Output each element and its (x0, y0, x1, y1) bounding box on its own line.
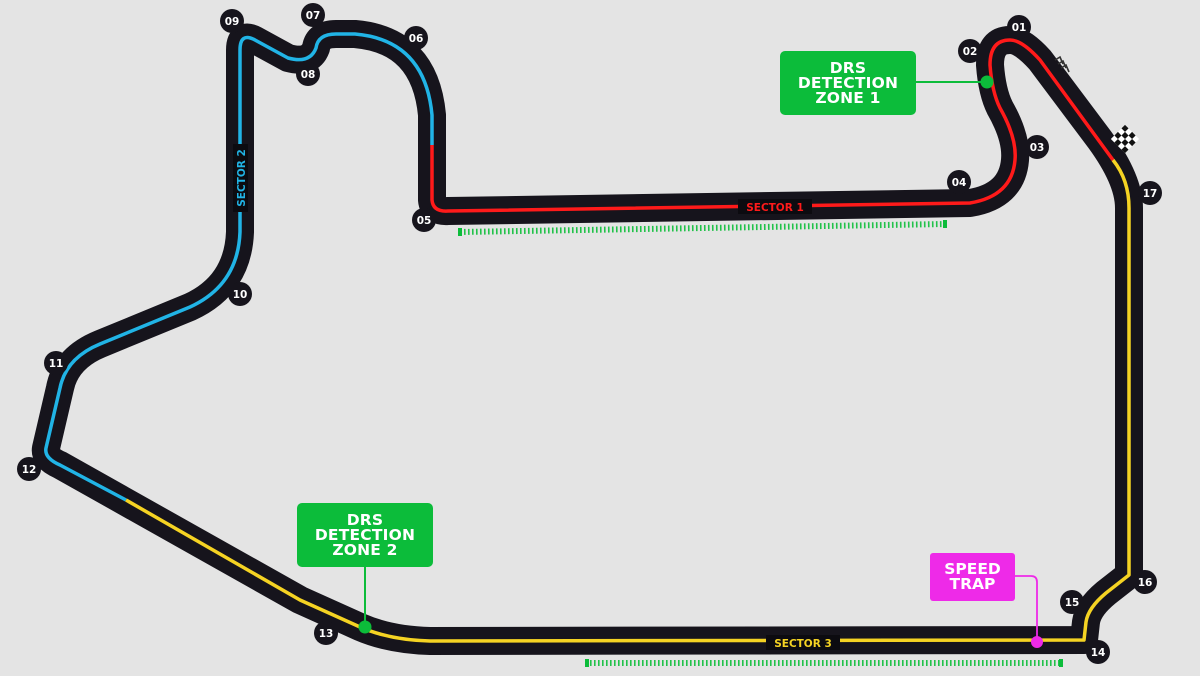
turn-12-marker: 12 (17, 457, 41, 481)
direction-chevrons-icon (1054, 55, 1070, 73)
svg-text:SECTOR 3: SECTOR 3 (774, 638, 832, 650)
turn-01-marker: 01 (1007, 15, 1031, 39)
turn-17-marker: 17 (1138, 181, 1162, 205)
turn-05-marker: 05 (412, 208, 436, 232)
svg-text:14: 14 (1091, 647, 1106, 659)
drs-detection-zone-1-label: DRS DETECTION ZONE 1 (780, 51, 916, 115)
sector-1-label: SECTOR 1 (738, 199, 812, 214)
drs-detection-point-1 (980, 75, 994, 89)
speed-trap-label: SPEED TRAP (930, 553, 1015, 601)
turn-14-marker: 14 (1086, 640, 1110, 664)
svg-text:04: 04 (952, 177, 967, 189)
svg-text:SECTOR 2: SECTOR 2 (236, 149, 248, 207)
svg-text:05: 05 (417, 215, 432, 227)
svg-text:17: 17 (1143, 188, 1158, 200)
turn-11-marker: 11 (44, 351, 68, 375)
turn-06-marker: 06 (404, 26, 428, 50)
turn-04-marker: 04 (947, 170, 971, 194)
drs-detection-zone-2-label: DRS DETECTION ZONE 2 (297, 503, 433, 567)
turn-03-marker: 03 (1025, 135, 1049, 159)
turn-08-marker: 08 (296, 62, 320, 86)
track-surface (31, 20, 1143, 655)
turn-15-marker: 15 (1060, 590, 1084, 614)
turn-13-marker: 13 (314, 621, 338, 645)
turn-02-marker: 02 (958, 39, 982, 63)
svg-text:16: 16 (1138, 577, 1153, 589)
svg-text:06: 06 (409, 33, 424, 45)
speed-trap-leader (1014, 575, 1038, 642)
turn-16-marker: 16 (1133, 570, 1157, 594)
svg-text:03: 03 (1030, 142, 1045, 154)
sector-2-label: SECTOR 2 (233, 144, 248, 212)
svg-text:01: 01 (1012, 22, 1027, 34)
svg-text:07: 07 (306, 10, 321, 22)
sector-2-line (44, 32, 434, 502)
svg-text:11: 11 (49, 358, 64, 370)
svg-text:12: 12 (22, 464, 37, 476)
drs-zone-1-marker (458, 220, 947, 236)
sector-3-line (125, 158, 1131, 643)
drs-detection-point-2 (358, 620, 372, 634)
svg-text:02: 02 (963, 46, 978, 58)
sector-3-label: SECTOR 3 (766, 635, 840, 650)
svg-text:15: 15 (1065, 597, 1080, 609)
svg-text:10: 10 (233, 289, 248, 301)
turn-09-marker: 09 (220, 9, 244, 33)
turn-10-marker: 10 (228, 282, 252, 306)
svg-text:13: 13 (319, 628, 334, 640)
sector-1-line (430, 38, 1115, 213)
svg-text:09: 09 (225, 16, 240, 28)
svg-text:08: 08 (301, 69, 316, 81)
svg-text:SECTOR 1: SECTOR 1 (746, 202, 804, 214)
turn-07-marker: 07 (301, 3, 325, 27)
drs-zone-3-marker (585, 659, 1063, 667)
speed-trap-point (1031, 636, 1043, 648)
turn-markers: 01 02 03 04 05 06 07 08 09 10 11 12 13 1… (17, 3, 1162, 664)
